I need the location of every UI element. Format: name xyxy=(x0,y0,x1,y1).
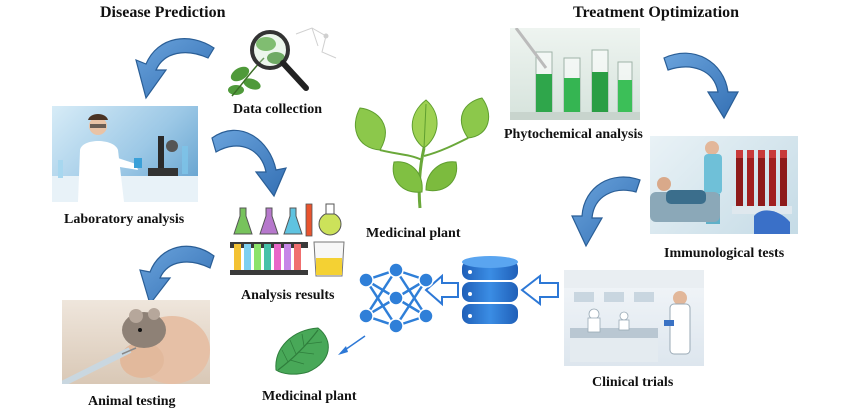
curved-arrow-4 xyxy=(664,53,738,118)
label-medicinal-plant-bottom: Medicinal plant xyxy=(262,389,357,405)
label-animal-testing: Animal testing xyxy=(88,394,176,410)
immunological-tests-photo xyxy=(650,136,798,234)
medicinal-plant-image xyxy=(350,96,494,210)
clinical-trials-photo xyxy=(564,270,704,366)
hollow-arrow-clinical-to-db xyxy=(522,276,558,304)
label-phytochemical-analysis: Phytochemical analysis xyxy=(504,127,643,143)
animal-testing-photo xyxy=(62,300,210,384)
curved-arrow-3 xyxy=(140,246,214,304)
phytochemical-analysis-photo xyxy=(510,28,640,120)
label-clinical-trials: Clinical trials xyxy=(592,375,673,391)
curved-arrow-2 xyxy=(212,130,286,196)
database-icon xyxy=(460,254,520,328)
neural-network-icon xyxy=(356,262,436,334)
mint-leaf-image xyxy=(272,326,338,376)
analysis-results-image xyxy=(226,198,352,278)
data-collection-image xyxy=(226,24,346,98)
label-immunological-tests: Immunological tests xyxy=(664,246,784,262)
curved-arrow-1 xyxy=(136,39,214,98)
thin-arrow-network-to-leaf xyxy=(338,336,365,355)
label-data-collection: Data collection xyxy=(233,102,322,118)
laboratory-analysis-photo xyxy=(52,106,198,202)
curved-arrow-5 xyxy=(572,177,640,246)
label-analysis-results: Analysis results xyxy=(241,288,334,304)
label-medicinal-plant-top: Medicinal plant xyxy=(366,226,461,242)
label-laboratory-analysis: Laboratory analysis xyxy=(64,212,184,228)
